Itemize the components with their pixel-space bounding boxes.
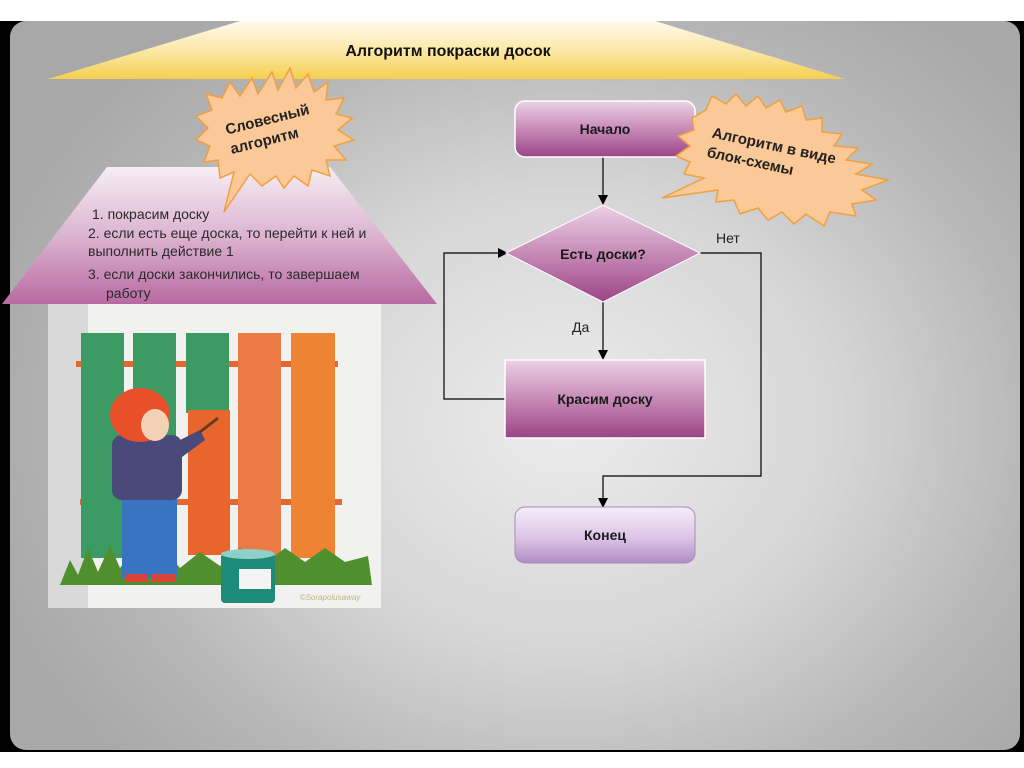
fence-illustration: ©Sorapolusaway (48, 303, 381, 608)
label-yes: Да (572, 319, 589, 335)
start-label: Начало (580, 121, 631, 137)
label-no: Нет (716, 230, 740, 246)
fence-board-orange (238, 333, 281, 558)
paintbrush (199, 416, 219, 434)
algorithm-step-2-cont: выполнить действие 1 (88, 243, 234, 259)
decision-diamond (504, 204, 702, 303)
burst-shape (661, 92, 891, 228)
flowchart-end: Конец (514, 506, 696, 564)
banner-shape (48, 21, 845, 79)
process-box (504, 359, 706, 439)
svg-text:1. покрасим доску: 1. покрасим доску (92, 206, 209, 222)
verbal-algorithm-roof: 1. покрасим доску 2. если есть еще доска… (2, 167, 437, 304)
boy-face (141, 409, 169, 441)
fence-board-orange (291, 333, 335, 558)
algorithm-step-1: 1. покрасим доску (92, 206, 209, 222)
algorithm-step-3: 3. если доски закончились, то завершаем (88, 266, 360, 282)
callout-flowchart: Алгоритм в виде блок-схемы (661, 92, 891, 228)
process-label: Красим доску (557, 391, 653, 407)
fence-board-partly-painted (186, 333, 229, 413)
arrow-loop-back (443, 248, 508, 400)
illustration-watermark: ©Sorapolusaway (300, 593, 362, 602)
callout-verbal-algorithm: Словесный алгоритм (194, 66, 356, 213)
end-label: Конец (584, 527, 626, 543)
boy-jeans (122, 490, 177, 578)
boy-figure (110, 388, 219, 582)
paint-bucket (221, 549, 275, 603)
arrow-no-to-end (598, 252, 762, 508)
decision-label: Есть доски? (560, 246, 646, 262)
end-terminal (514, 506, 696, 564)
algorithm-step-2: 2. если есть еще доска, то перейти к ней… (88, 225, 366, 241)
title-banner: Алгоритм покраски досок (48, 21, 845, 79)
slide-title: Алгоритм покраски досок (345, 43, 551, 60)
algorithm-step-3-cont: работу (106, 285, 151, 301)
flowchart-start: Начало (514, 100, 696, 158)
boy-shirt (112, 435, 182, 500)
flowchart-connectors: Да Нет (443, 157, 762, 508)
flowchart-process: Красим доску (504, 359, 706, 439)
roof-shape (2, 167, 437, 304)
flowchart-decision: Есть доски? (504, 204, 702, 303)
burst-shape (194, 66, 356, 213)
